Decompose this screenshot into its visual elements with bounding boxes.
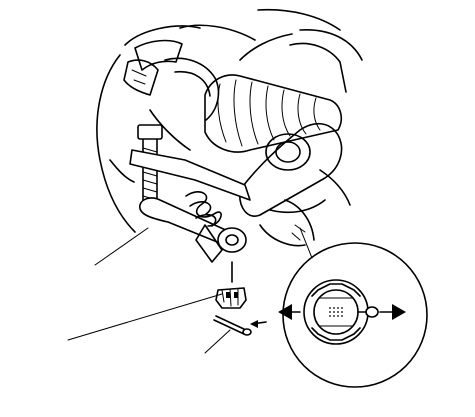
leader-lines	[67, 227, 313, 354]
cv-boot	[204, 8, 363, 153]
steering-knuckle	[96, 24, 293, 233]
left-arrow-icon	[278, 304, 292, 320]
ball-joint-remover-tool	[129, 124, 251, 263]
castle-nut	[215, 261, 247, 309]
nut-center-dots	[329, 307, 343, 317]
right-arrow-icon	[392, 304, 406, 320]
detail-view-circle	[278, 242, 428, 388]
lower-control-arm	[238, 122, 351, 247]
cotter-pin	[213, 315, 267, 336]
